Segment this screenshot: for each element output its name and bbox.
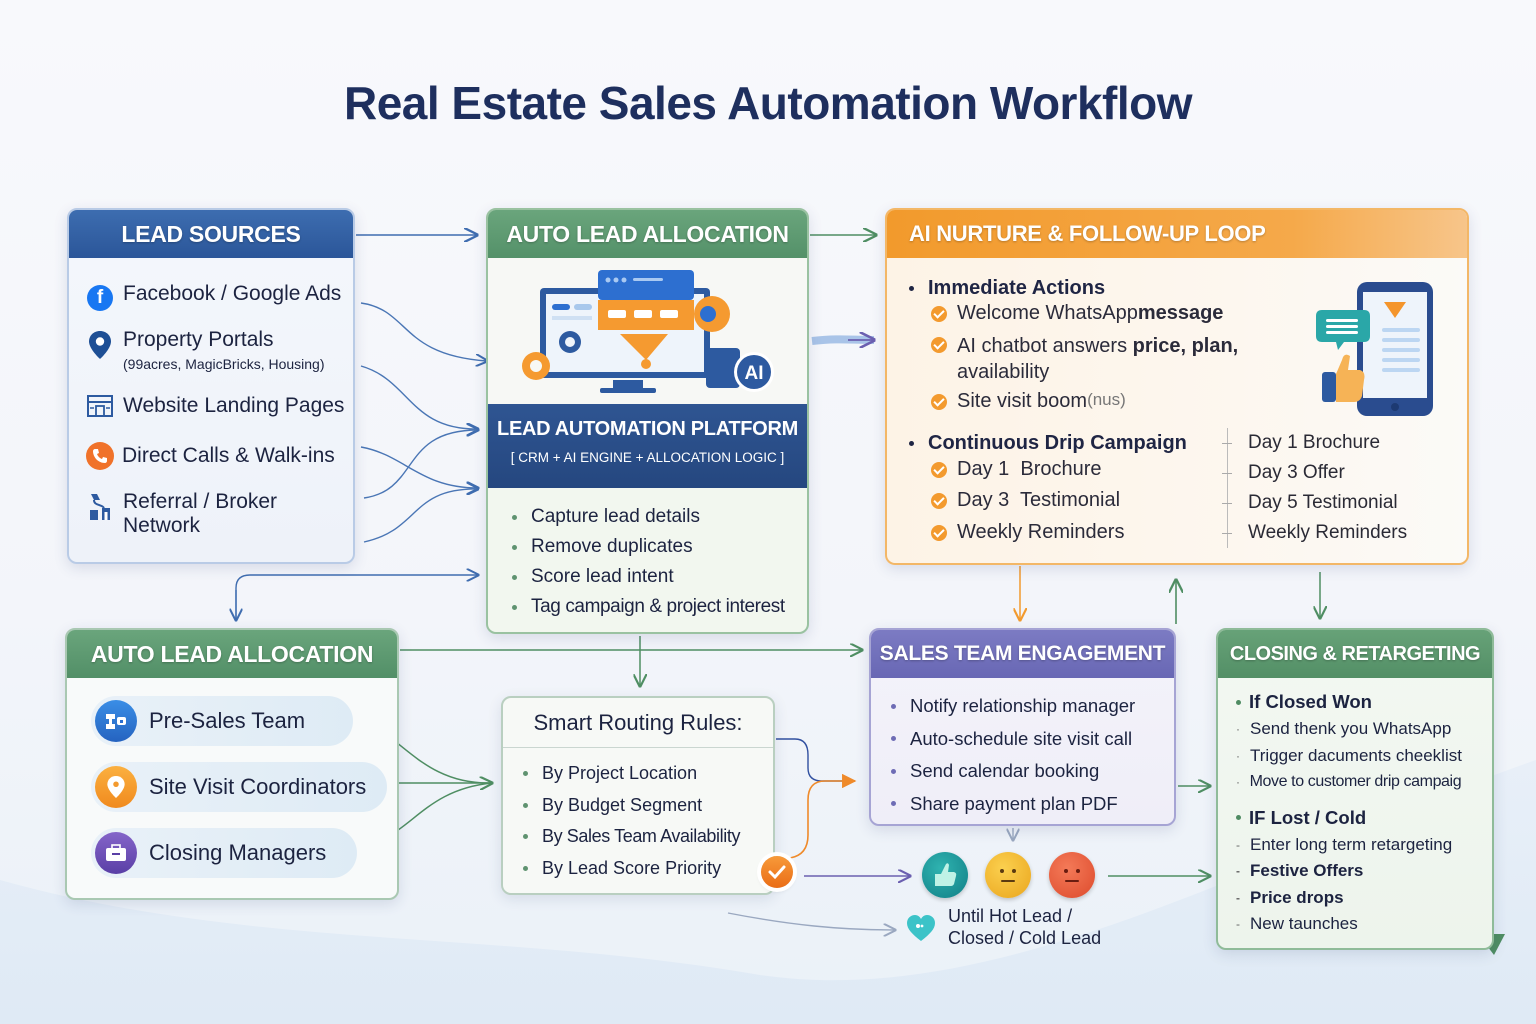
check-icon: [931, 306, 947, 322]
check-icon: [931, 394, 947, 410]
closed-won-heading: If Closed Won: [1236, 688, 1492, 716]
neutral-face-icon: [985, 852, 1031, 898]
hot-lead-thumbs-up-icon: [922, 852, 968, 898]
list-item: Tag campaign & project interest: [512, 592, 807, 622]
location-pin-icon: [95, 766, 137, 808]
list-item: -Price drops: [1236, 887, 1344, 907]
connector-arrow: [811, 335, 875, 345]
facebook-icon: f: [87, 285, 113, 311]
connector-arrow: [789, 773, 857, 859]
list-item: ·Trigger dacuments cheeklist: [1236, 745, 1462, 765]
closing-retargeting-card: CLOSING & RETARGETING If Closed Won ·Sen…: [1216, 628, 1494, 950]
auto-allocation-header: AUTO LEAD ALLOCATION: [67, 630, 397, 678]
list-item: -Enter long term retargeting: [1236, 834, 1453, 854]
auto-allocation-header: AUTO LEAD ALLOCATION: [488, 210, 807, 258]
lead-source-item: f Facebook / Google Ads: [87, 280, 353, 326]
list-item: By Project Location: [523, 758, 773, 790]
list-item: Capture lead details: [512, 502, 807, 532]
list-item: By Budget Segment: [523, 790, 773, 822]
check-icon: [931, 337, 947, 353]
routing-header: Smart Routing Rules:: [503, 698, 773, 748]
list-item: AI chatbot answers price, plan,availabil…: [931, 333, 1238, 390]
team-pre-sales: Pre-Sales Team: [91, 696, 353, 746]
list-item: ·Move to customer drip campaig: [1236, 773, 1462, 791]
list-item: Day 3 Testimonial: [931, 489, 1187, 521]
lost-cold-heading: IF Lost / Cold: [1236, 804, 1492, 832]
list-item: -Festive Offers: [1236, 861, 1364, 881]
connector-arrow: [776, 738, 855, 782]
list-item: Day 1 Brochure: [931, 458, 1187, 489]
closing-header: CLOSING & RETARGETING: [1218, 630, 1492, 678]
list-item: Site visit boom (nus): [931, 390, 1238, 421]
mobile-chat-illustration: [1316, 282, 1433, 416]
sales-team-engagement-card: SALES TEAM ENGAGEMENT Notify relationshi…: [869, 628, 1176, 826]
check-icon: [931, 462, 947, 478]
lead-source-item: Referral / Broker Network: [87, 490, 353, 538]
auto-lead-allocation-teams-card: AUTO LEAD ALLOCATION Pre-Sales Team Site…: [65, 628, 399, 900]
smart-routing-card: Smart Routing Rules: By Project Location…: [501, 696, 775, 895]
loop-condition-text: Until Hot Lead / Closed / Cold Lead: [948, 906, 1102, 948]
gear-icon: [559, 331, 581, 353]
sales-header: SALES TEAM ENGAGEMENT: [871, 630, 1174, 678]
list-item: By Sales Team Availability: [523, 821, 773, 853]
list-item: By Lead Score Priority: [523, 853, 773, 885]
ai-nurture-card: AI NURTURE & FOLLOW-UP LOOP Immediate Ac…: [885, 208, 1469, 565]
referral-network-icon: [87, 492, 113, 522]
gear-icon: [522, 352, 550, 380]
list-item: Weekly Reminders: [931, 521, 1187, 552]
lead-source-item: Property Portals (99acres, MagicBricks, …: [87, 326, 353, 392]
check-icon: [931, 493, 947, 509]
website-icon: [87, 394, 113, 418]
lead-source-item: Website Landing Pages: [87, 392, 353, 442]
list-item: Score lead intent: [512, 562, 807, 592]
team-closing-managers: Closing Managers: [91, 828, 357, 878]
list-item: Remove duplicates: [512, 532, 807, 562]
auto-lead-allocation-card: AUTO LEAD ALLOCATION AI LEAD AU: [486, 208, 809, 634]
cold-lead-face-icon: [1049, 852, 1095, 898]
connector-arrow: [363, 430, 478, 499]
connector-arrow: [360, 302, 487, 361]
check-icon: [931, 525, 947, 541]
list-item: Share payment plan PDF: [891, 788, 1174, 821]
team-site-visit: Site Visit Coordinators: [91, 762, 387, 812]
svg-text:AI: AI: [745, 363, 764, 384]
list-item: ·Send thenk you WhatsApp: [1236, 719, 1452, 739]
immediate-actions: Immediate Actions Welcome WhatsApp messa…: [909, 274, 1238, 421]
phone-icon: [86, 442, 114, 470]
page-title: Real Estate Sales Automation Workflow: [343, 77, 1193, 129]
connector-arrow: [360, 446, 478, 488]
list-item: -New taunches: [1236, 914, 1358, 934]
priority-check-badge: [761, 856, 793, 888]
connector-arrow: [363, 489, 478, 543]
drip-schedule: Day 1 Brochure Day 3 Offer Day 5 Testimo…: [1221, 428, 1407, 548]
list-item: Auto-schedule site visit call: [891, 723, 1174, 756]
presales-team-icon: [95, 700, 137, 742]
lead-source-item: Direct Calls & Walk-ins: [86, 442, 353, 490]
connector-arrow: [235, 575, 478, 620]
list-item: Welcome WhatsApp message: [931, 302, 1238, 333]
briefcase-icon: [95, 832, 137, 874]
list-item: Notify relationship manager: [891, 690, 1174, 723]
gear-icon: [694, 296, 730, 332]
lead-sources-header: LEAD SOURCES: [69, 210, 353, 258]
crm-dashboard-ai-illustration: AI: [488, 258, 807, 404]
nurture-header: AI NURTURE & FOLLOW-UP LOOP: [887, 210, 1467, 258]
lead-automation-platform: LEAD AUTOMATION PLATFORM [ CRM + AI ENGI…: [488, 404, 807, 488]
location-pin-icon: [87, 330, 113, 360]
connector-arrow: [727, 912, 895, 930]
heart-loop-icon: [906, 914, 936, 946]
lead-sources-card: LEAD SOURCES f Facebook / Google Ads Pro…: [67, 208, 355, 564]
connector-arrow: [360, 365, 478, 429]
list-item: Send calendar booking: [891, 755, 1174, 788]
drip-campaign: Continuous Drip Campaign Day 1 Brochure …: [909, 428, 1187, 552]
